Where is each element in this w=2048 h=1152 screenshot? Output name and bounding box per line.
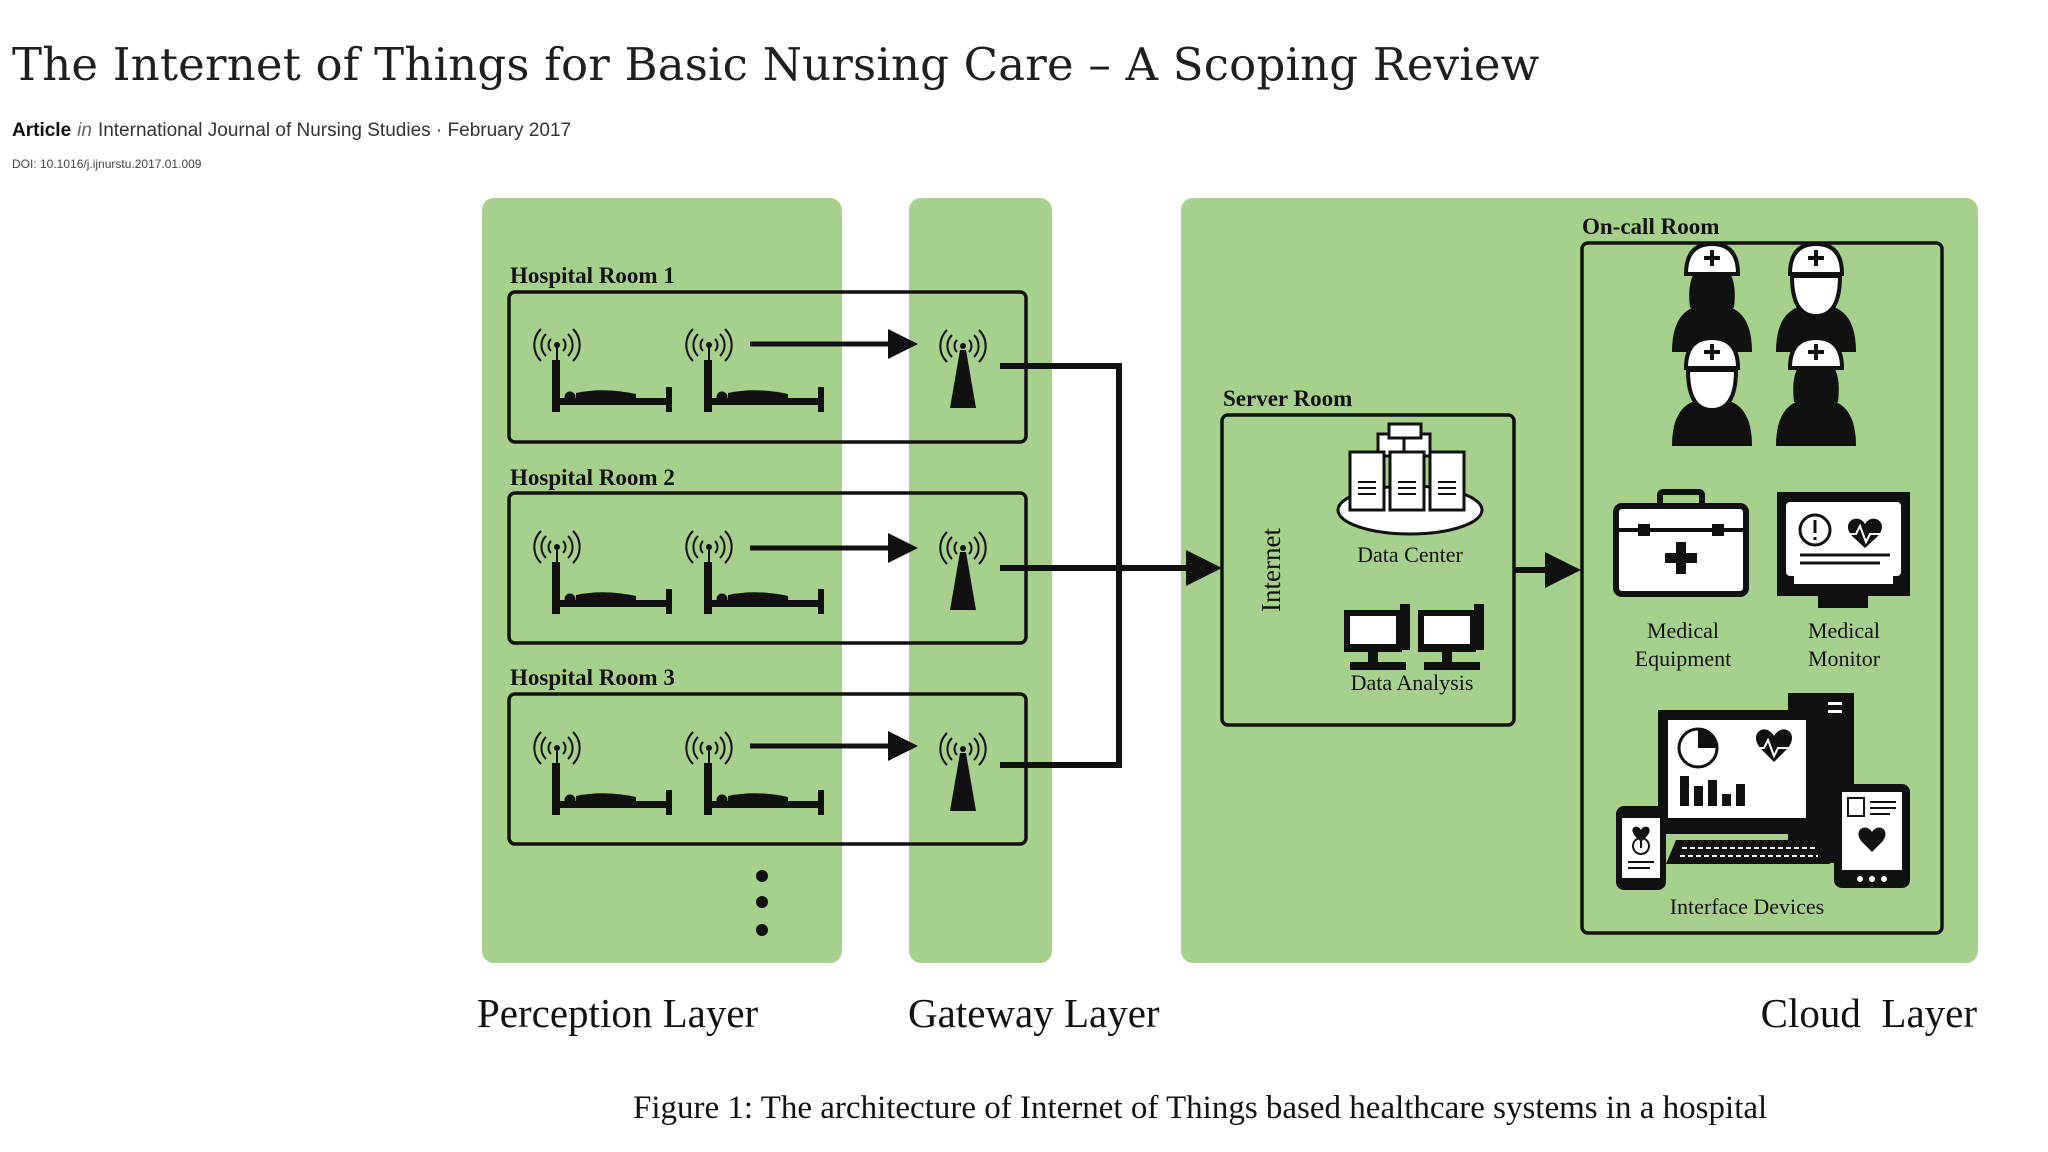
perception-layer-panel	[482, 198, 842, 963]
in-word: in	[77, 120, 92, 141]
gateway-layer-label: Gateway Layer	[908, 990, 1160, 1036]
hospital-room-3-title: Hospital Room 3	[510, 665, 675, 690]
hospital-room-1-title: Hospital Room 1	[510, 263, 675, 288]
on-call-room-title: On-call Room	[1582, 214, 1719, 239]
doi[interactable]: DOI: 10.1016/j.ijnurstu.2017.01.009	[12, 157, 202, 171]
article-type: Article	[12, 120, 72, 141]
data-center-label: Data Center	[1357, 542, 1463, 567]
paper-title: The Internet of Things for Basic Nursing…	[12, 38, 1540, 92]
medical-monitor-label-2: Monitor	[1808, 646, 1881, 671]
internet-label: Internet	[1256, 528, 1286, 612]
architecture-figure: Hospital Room 1 Hospital Room 2 Hospital…	[477, 198, 1978, 1036]
cloud-layer-label: Cloud Layer	[1761, 990, 1978, 1036]
hospital-room-2-title: Hospital Room 2	[510, 465, 675, 490]
on-call-room-box	[1580, 241, 1944, 935]
more-rooms-ellipsis	[756, 870, 768, 936]
interface-devices-icon	[1616, 693, 1910, 890]
medical-monitor-icon	[1777, 492, 1910, 608]
hospital-room-3-box	[507, 692, 1028, 846]
journal-date[interactable]: International Journal of Nursing Studies…	[97, 120, 572, 141]
perception-layer-label: Perception Layer	[477, 990, 759, 1036]
server-room-title: Server Room	[1223, 386, 1352, 411]
data-center-icon	[1336, 422, 1484, 536]
medical-equipment-icon	[1613, 489, 1749, 597]
interface-devices-label: Interface Devices	[1670, 894, 1825, 919]
figure-caption: Figure 1: The architecture of Internet o…	[633, 1090, 1768, 1126]
medical-equipment-label-2: Equipment	[1635, 646, 1732, 671]
gateway-layer-panel	[909, 198, 1052, 963]
medical-equipment-label-1: Medical	[1647, 618, 1719, 643]
data-analysis-label: Data Analysis	[1351, 670, 1474, 695]
medical-monitor-label-1: Medical	[1808, 618, 1880, 643]
